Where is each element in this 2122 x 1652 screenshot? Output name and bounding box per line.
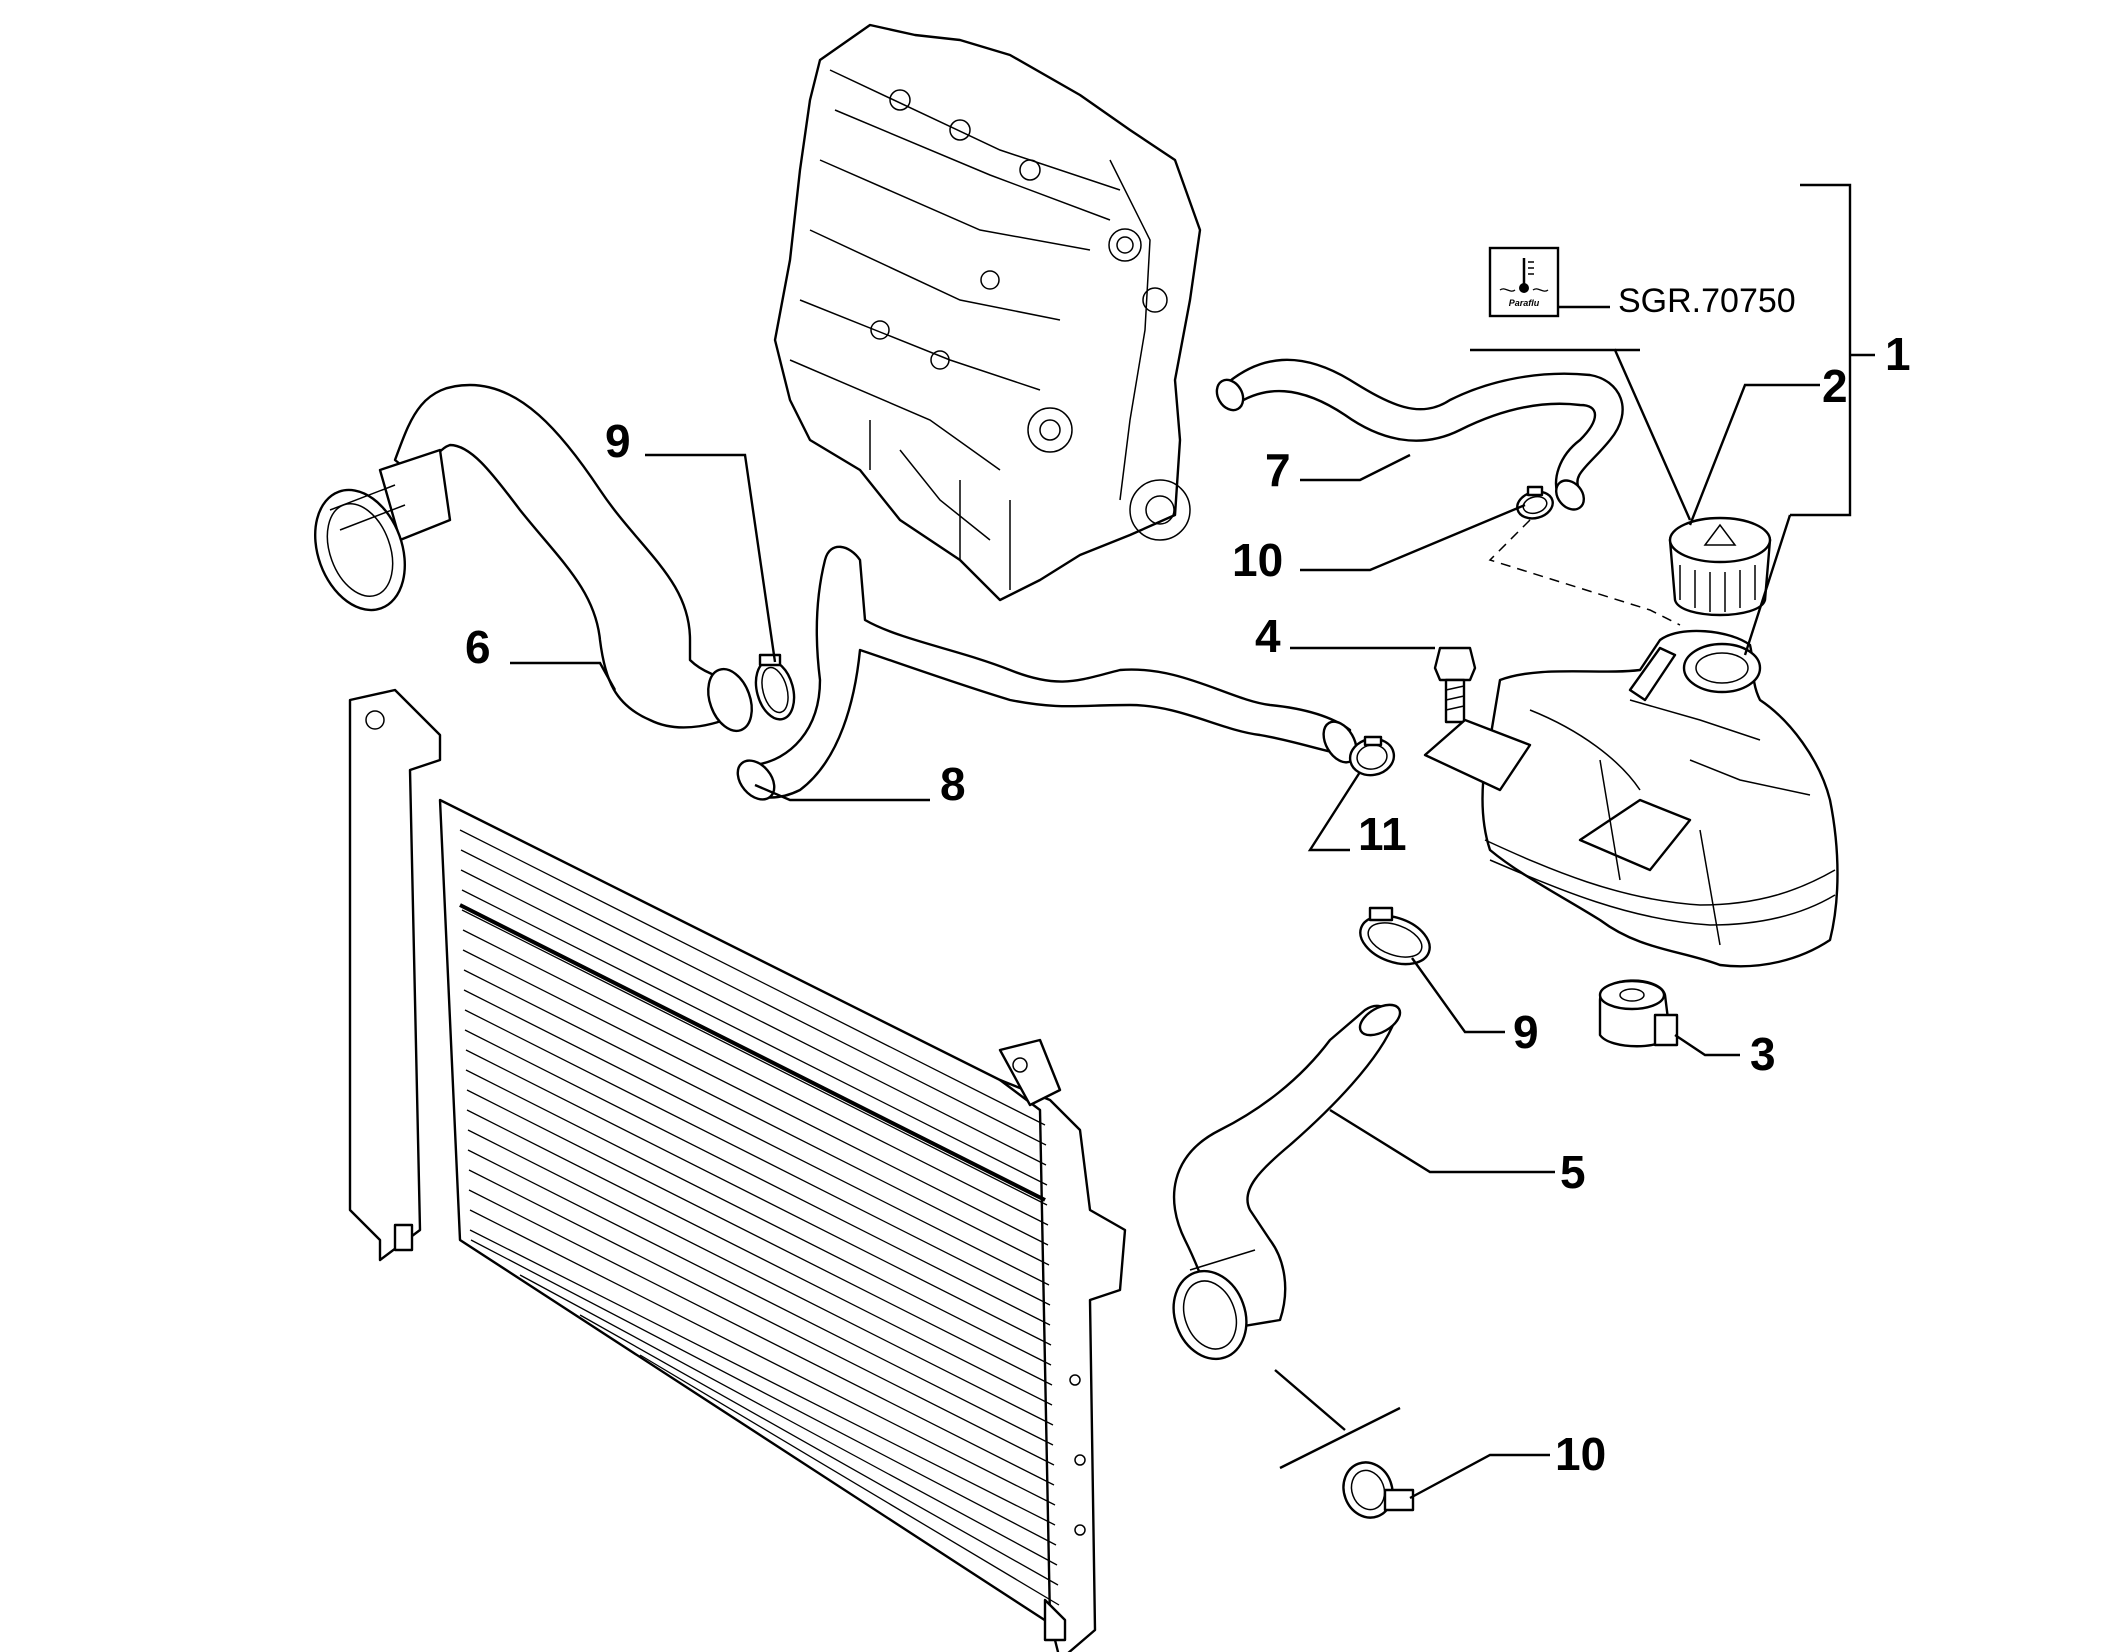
callout-3: 3 xyxy=(1750,1028,1776,1080)
coolant-thermometer-icon: Paraflu xyxy=(1488,246,1560,318)
hose-5 xyxy=(1172,1003,1402,1361)
callout-4: 4 xyxy=(1255,610,1281,662)
callout-6: 6 xyxy=(465,621,491,673)
radiator-core-fins xyxy=(459,829,1060,1606)
hose-7 xyxy=(1215,358,1624,511)
callout-11: 11 xyxy=(1358,808,1407,860)
callout-8: 8 xyxy=(940,758,966,810)
clamp-10-upper xyxy=(1516,485,1554,520)
callout-2: 2 xyxy=(1822,360,1848,412)
engine-block xyxy=(773,23,1202,602)
callout-9-lower: 9 xyxy=(1513,1006,1539,1058)
leader-lines xyxy=(510,183,1875,1500)
icon-caption: Paraflu xyxy=(1509,298,1540,308)
bolt-4 xyxy=(1433,646,1477,724)
callout-7: 7 xyxy=(1265,444,1291,496)
callout-1: 1 xyxy=(1885,328,1911,380)
callout-10-lower: 10 xyxy=(1555,1428,1606,1480)
grommet-3 xyxy=(1598,979,1679,1048)
callout-10-upper: 10 xyxy=(1232,534,1283,586)
expansion-tank xyxy=(1423,629,1839,968)
radiator xyxy=(348,688,1127,1652)
clamp-10-lower xyxy=(1342,1461,1415,1519)
hose-6 xyxy=(313,383,753,733)
clamp-11 xyxy=(1348,735,1396,777)
clamp-9-upper xyxy=(754,653,796,721)
callout-labels: 1 2 3 4 5 6 7 8 9 9 10 10 11 SGR.70750 xyxy=(465,282,1911,1480)
pressure-cap-2 xyxy=(1668,516,1772,617)
callout-5: 5 xyxy=(1560,1146,1586,1198)
reference-code: SGR.70750 xyxy=(1618,282,1796,320)
callout-9-upper: 9 xyxy=(605,415,631,467)
clamp-9-lower xyxy=(1359,906,1431,966)
